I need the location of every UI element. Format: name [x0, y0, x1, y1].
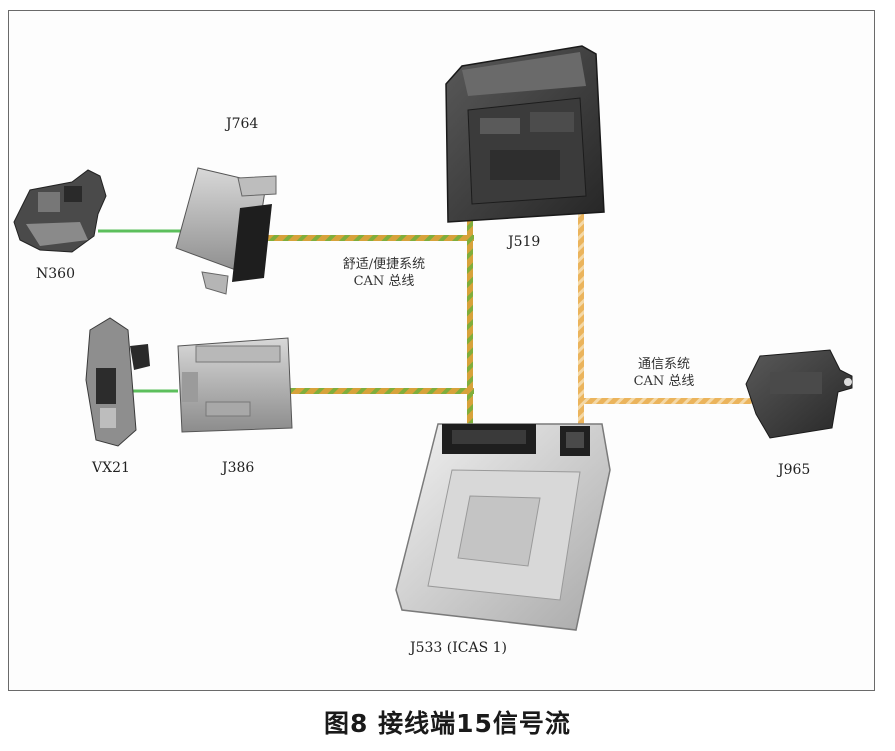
- label-n360: N360: [36, 266, 75, 282]
- label-j965: J965: [778, 462, 811, 478]
- can-bus-vertical: [467, 218, 473, 424]
- comm-bus-j965: [581, 398, 765, 404]
- component-j519: [445, 45, 605, 223]
- label-j519: J519: [508, 234, 541, 250]
- wires: [98, 214, 765, 424]
- comm-bus-vertical: [578, 214, 584, 424]
- figure-caption: 图8 接线端15信号流: [324, 709, 571, 738]
- comm-bus-line2: CAN 总线: [633, 374, 695, 389]
- comm-bus-line1: 通信系统: [637, 357, 690, 372]
- label-vx21: VX21: [92, 460, 130, 476]
- comfort-bus-line2: CAN 总线: [353, 274, 415, 289]
- component-j764: [175, 167, 277, 295]
- component-j386: [177, 337, 293, 433]
- component-n360: [13, 169, 107, 253]
- can-bus-j386: [288, 388, 474, 394]
- comfort-bus-line1: 舒适/便捷系统: [342, 257, 426, 272]
- label-comfort-can-bus: 舒适/便捷系统 CAN 总线: [314, 256, 454, 290]
- label-j533: J533 (ICAS 1): [410, 640, 508, 656]
- component-vx21: [85, 317, 150, 447]
- label-j764: J764: [226, 116, 259, 132]
- label-comm-can-bus: 通信系统 CAN 总线: [604, 356, 724, 390]
- component-j533: [395, 423, 611, 631]
- label-j386: J386: [222, 460, 255, 476]
- can-bus-j764: [268, 235, 474, 241]
- component-j965: [745, 349, 853, 439]
